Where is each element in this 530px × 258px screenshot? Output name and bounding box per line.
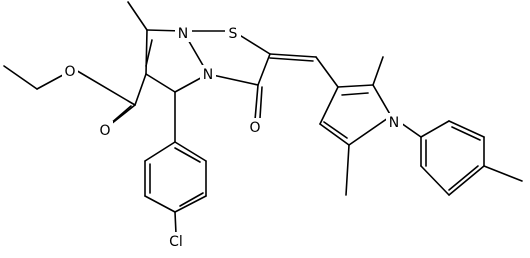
- bond-pyrrole-methyl-bottom: [345, 144, 350, 196]
- bond-pyrrole: [319, 123, 350, 146]
- bond-ch-pyrrole: [315, 56, 339, 88]
- bond-pyrrole: [319, 86, 339, 125]
- bond-c3-o: [254, 84, 259, 121]
- bond-c3-o-double: [259, 86, 263, 119]
- bond-c5-c6: [145, 29, 148, 75]
- atom-label-n-ring: N: [203, 67, 213, 83]
- atom-label-o-ester-single: O: [64, 64, 75, 80]
- bond-c3-n4: [207, 73, 259, 86]
- bond-tolyl: [448, 120, 485, 138]
- atom-label-n-pyrimidine: N: [178, 26, 188, 42]
- bond-c5-ester: [134, 73, 147, 106]
- atom-s-thiazole: S: [225, 24, 241, 42]
- bond-aryl: [174, 141, 207, 162]
- bond-tolyl-methyl: [483, 165, 523, 182]
- bond-tolyl: [448, 165, 485, 196]
- bond-c7-methyl: [127, 1, 148, 31]
- atom-label-layer: N S N O O O N Cl: [62, 24, 403, 250]
- atom-label-n-pyrrole: N: [389, 115, 399, 131]
- atom-cl: Cl: [165, 232, 187, 250]
- atom-n-ring: N: [200, 65, 216, 83]
- atom-n-pyrrole: N: [386, 113, 403, 131]
- bond-c2-c3: [257, 53, 271, 86]
- bond-aryl: [144, 141, 176, 162]
- bond-pyrrole: [337, 84, 374, 88]
- atom-label-cl: Cl: [169, 234, 183, 250]
- bond-aryl: [174, 195, 207, 213]
- atom-label-o-carbonyl-ring: O: [249, 120, 260, 136]
- atom-n-pyrimidine: N: [175, 24, 192, 42]
- bond-tolyl: [420, 120, 450, 138]
- bond-ch2-ch3: [3, 65, 38, 90]
- bond-aryl-double: [174, 147, 201, 163]
- bond-pyrrole: [372, 84, 392, 117]
- bond-tolyl-double: [448, 165, 479, 191]
- bond-pyrrole-double: [341, 92, 369, 96]
- bond-c5-c6-double: [145, 39, 153, 67]
- bond-aryl-cl: [174, 211, 177, 235]
- atom-o-carbonyl-ring: O: [247, 118, 263, 136]
- atom-label-s-thiazole: S: [229, 26, 238, 42]
- atom-label-o-ester-double: O: [99, 123, 110, 139]
- bond-pyrrole-double: [323, 121, 348, 139]
- bond-c2-ch-double: [269, 57, 314, 62]
- bond-tolyl-double: [451, 126, 481, 141]
- bond-pyrrole: [348, 115, 392, 146]
- atom-o-ester-single: O: [62, 62, 78, 80]
- bond-aryl: [144, 195, 176, 213]
- bond-aryl-double: [179, 192, 204, 207]
- bond-c2-ch: [269, 53, 317, 58]
- bond-pyrrole-methyl-top: [372, 56, 384, 86]
- bond-n4-c5: [145, 73, 176, 93]
- bond-tolyl: [420, 165, 450, 196]
- bond-ester-c-o-single: [73, 68, 136, 106]
- atom-o-ester-double: O: [97, 121, 113, 139]
